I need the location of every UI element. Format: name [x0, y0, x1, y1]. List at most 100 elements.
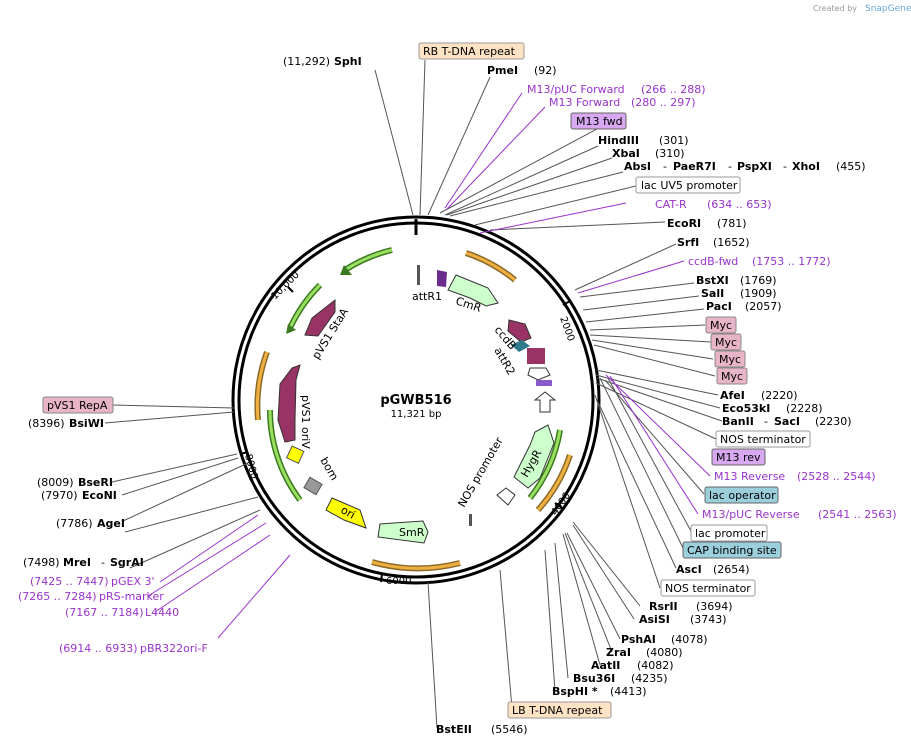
- leader-lines: [104, 59, 723, 729]
- banII-label: BanII: [722, 415, 754, 428]
- feature-bom[interactable]: [303, 476, 323, 496]
- m13-rev-box: [711, 448, 766, 466]
- salI-pos: (1909): [740, 287, 777, 300]
- snapgene-logo: SnapGene: [865, 4, 911, 14]
- plasmid-size: 11,321 bp: [391, 409, 442, 420]
- ecoRI-label: EcoRI: [667, 217, 701, 230]
- label-nos-promoter: NOS promoter: [455, 435, 506, 510]
- bsu36I-label: Bsu36I: [573, 672, 615, 685]
- pvs1-repa-box: [42, 396, 114, 414]
- tick-6000: 6000: [386, 576, 411, 587]
- feature-smR[interactable]: [377, 520, 429, 544]
- afeI-label: AfeI: [720, 389, 745, 402]
- nos-term-box-2: [660, 579, 756, 597]
- asiSI-pos: (3743): [690, 613, 727, 626]
- rb-tdna-box: [418, 42, 525, 60]
- l4440-label: L4440: [145, 606, 179, 619]
- zraI-label: ZraI: [606, 646, 631, 659]
- cap-site-box: [682, 541, 782, 559]
- bstEII-pos: (5546): [491, 723, 528, 736]
- pmeI-pos: (92): [534, 64, 557, 77]
- tick-mark-4000: [554, 502, 563, 509]
- bseRI-pos: (8009): [37, 476, 74, 489]
- credit-text: Created by: [813, 4, 857, 13]
- feature-nos-promoter-arrow[interactable]: [496, 487, 516, 506]
- backbone-outer: [231, 215, 601, 585]
- label-ori: ori: [339, 503, 358, 521]
- pvs1-repa-label: pVS1 RepA: [47, 399, 108, 412]
- arc-green-1-inner: [528, 429, 562, 499]
- xhoI-label: XhoI: [792, 160, 820, 173]
- m13puc-fwd-pos: (266 .. 288): [641, 83, 706, 96]
- aatII-label: AatII: [591, 659, 620, 672]
- myc-box-1: [705, 316, 737, 334]
- feature-hygR[interactable]: [513, 424, 555, 489]
- mreI-pos: (7498): [23, 556, 60, 569]
- pbr322-label: pBR322ori-F: [140, 642, 208, 655]
- hindIII-pos: (301): [659, 134, 689, 147]
- ageI-label: AgeI: [97, 517, 125, 530]
- sphI-label: SphI: [334, 55, 362, 68]
- pspXI-label: PspXI: [737, 160, 772, 173]
- myc-box-3: [714, 350, 746, 368]
- arc-green-4-inner: [268, 409, 302, 501]
- ecoNI-pos: (7970): [41, 489, 78, 502]
- sacI-pos: (2230): [815, 415, 852, 428]
- feature-myc-tags[interactable]: [527, 348, 545, 364]
- feature-pvs1-staA[interactable]: [304, 298, 336, 337]
- label-attR2: attR2: [491, 345, 517, 377]
- lacUV5-box: [635, 176, 741, 194]
- eco53kI-pos: (2228): [786, 402, 823, 415]
- ascI-label: AscI: [676, 563, 702, 576]
- m13-rev-box-label: M13 rev: [716, 451, 761, 464]
- ecoNI-label: EcoNI: [82, 489, 117, 502]
- lacUV5-label: lac UV5 promoter: [641, 179, 738, 192]
- rsrII-pos: (3694): [696, 600, 733, 613]
- xbaI-label: XbaI: [612, 147, 640, 160]
- pbr322-pos: (6914 .. 6933): [59, 642, 138, 655]
- feature-pvs1-oriV[interactable]: [277, 364, 301, 443]
- arc-green-2-head: [340, 265, 352, 275]
- plasmid-name: pGWB516: [380, 393, 451, 408]
- pgex-pos: (7425 .. 7447): [30, 575, 109, 588]
- feature-lac-operator[interactable]: [536, 380, 552, 386]
- m13-fwd-label: M13 Forward: [549, 96, 620, 109]
- bsiWI-pos: (8396): [28, 417, 65, 430]
- xbaI-pos: (310): [655, 147, 685, 160]
- arc-orange-3-inner: [371, 560, 461, 570]
- label-pvs1-oriV: pVS1 oriV: [299, 395, 312, 449]
- feature-ccdB[interactable]: [507, 319, 532, 343]
- lb-tdna-box: [507, 701, 612, 719]
- bsu36I-pos: (4235): [631, 672, 668, 685]
- arc-orange-1-inner: [465, 251, 516, 282]
- feature-lac-promoter[interactable]: [527, 367, 551, 381]
- afeI-pos: (2220): [761, 389, 798, 402]
- feature-attR2-marker[interactable]: [511, 340, 530, 352]
- catR-label: CAT-R: [655, 198, 687, 211]
- feature-pvs1-oriV-marker[interactable]: [285, 445, 305, 464]
- feature-cmR[interactable]: [447, 274, 499, 307]
- paeR7I-label: PaeR7I: [673, 160, 716, 173]
- m13-fwd-box: [570, 112, 627, 130]
- bspHI-pos: (4413): [610, 685, 647, 698]
- primer-leader-lines: [147, 92, 711, 639]
- tick-mark-8000: [239, 451, 249, 455]
- dash-1: -: [663, 160, 667, 173]
- zraI-pos: (4080): [646, 646, 683, 659]
- feature-ori[interactable]: [325, 497, 367, 529]
- asiSI-label: AsiSI: [639, 613, 670, 626]
- nos-term-label-1: NOS terminator: [720, 433, 806, 446]
- catR-pos: (634 .. 653): [707, 198, 772, 211]
- srfI-pos: (1652): [713, 236, 750, 249]
- feature-lac-arrow[interactable]: [533, 391, 557, 413]
- mreI-label: MreI: [63, 556, 91, 569]
- feature-attR1-marker[interactable]: [437, 270, 447, 287]
- pshAI-pos: (4078): [671, 633, 708, 646]
- m13-reverse-label: M13 Reverse: [714, 470, 785, 483]
- xhoI-pos: (455): [836, 160, 866, 173]
- ccdb-fwd-pos: (1753 .. 1772): [752, 255, 831, 268]
- label-attR1: attR1: [412, 290, 442, 303]
- ageI-pos: (7786): [56, 517, 93, 530]
